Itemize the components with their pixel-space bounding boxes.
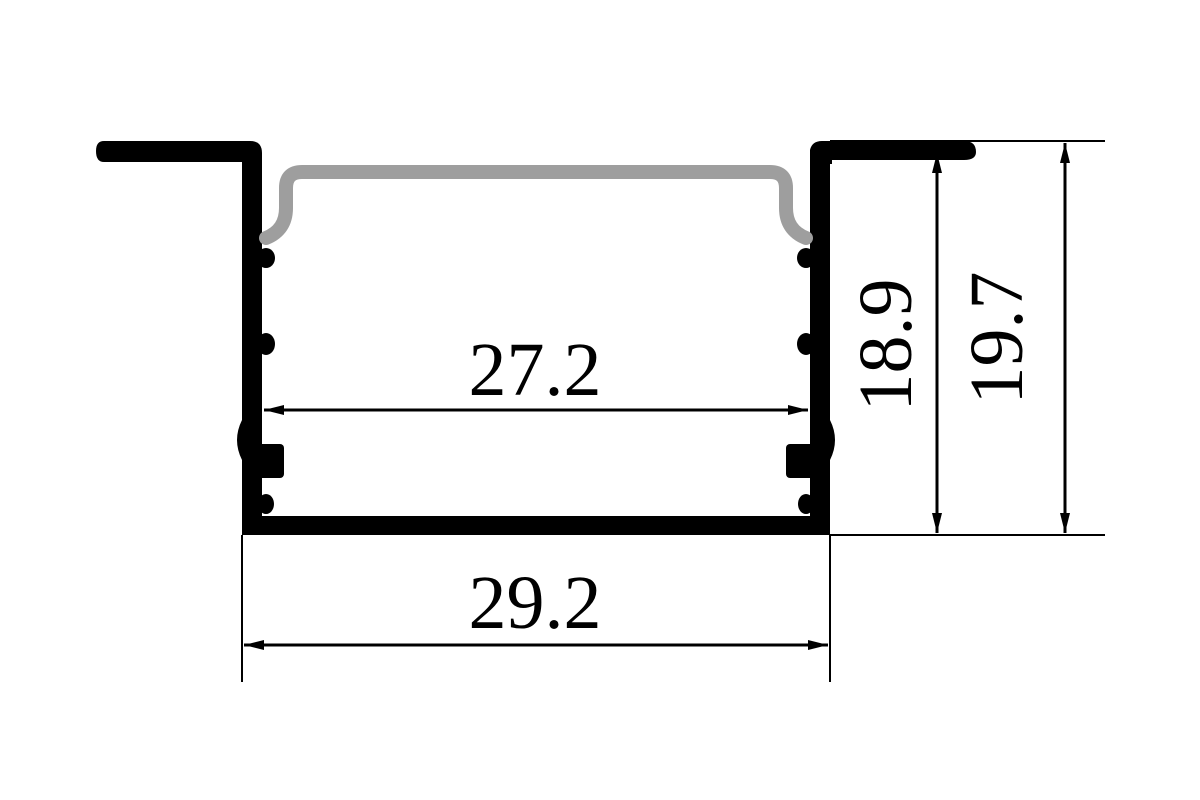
- right-wall: [810, 150, 830, 535]
- extension-lines: [241, 140, 1105, 682]
- inner-width-dimension: 27.2: [264, 328, 808, 415]
- inner-width-label: 27.2: [469, 328, 602, 412]
- left-wall-ridges: [237, 248, 284, 514]
- bottom-plate: [242, 516, 830, 535]
- outer-height-label: 19.7: [955, 272, 1039, 405]
- outer-width-label: 29.2: [469, 561, 602, 645]
- diffuser-cover: [259, 165, 813, 245]
- right-wall-ridges: [786, 248, 835, 514]
- inner-height-label: 18.9: [844, 279, 928, 412]
- aluminium-profile: [96, 141, 976, 535]
- right-flange: [810, 141, 976, 164]
- inner-height-dimension: 18.9: [844, 153, 942, 533]
- outer-height-dimension: 19.7: [955, 143, 1070, 533]
- left-flange: [96, 141, 262, 162]
- left-wall: [242, 155, 262, 535]
- outer-width-dimension: 29.2: [244, 561, 828, 650]
